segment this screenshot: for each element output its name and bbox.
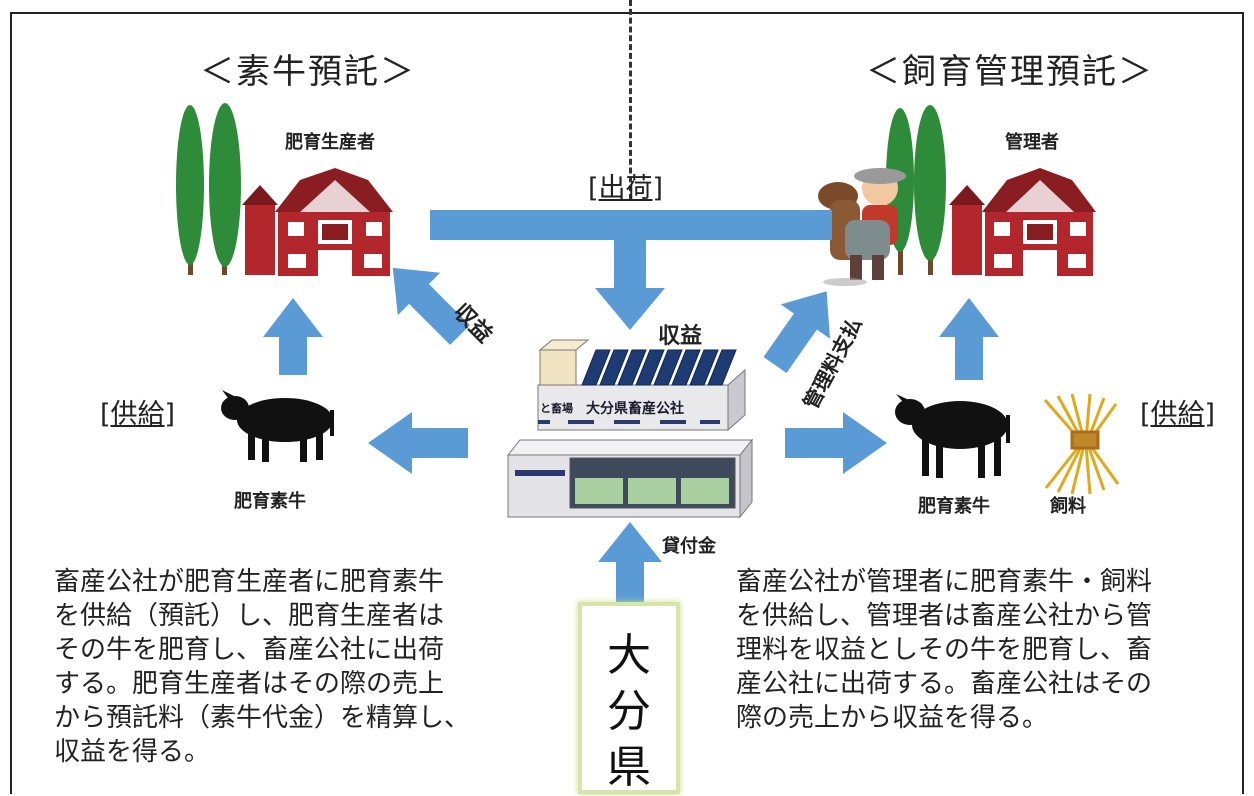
- center-divider: [629, 0, 632, 200]
- calf-left-illustration: [221, 390, 334, 462]
- shipment-label: [出荷]: [588, 173, 664, 204]
- left-description-line: から預託料（素牛代金）を精算し、: [54, 703, 471, 733]
- oita-prefecture-box: 大 分 県: [578, 602, 680, 794]
- oita-prefecture-line: 県: [607, 742, 651, 793]
- supply-up-arrow-left: [263, 298, 323, 375]
- right-description-line: 理料を収益としその牛を肥育し、畜: [736, 635, 1153, 665]
- left-description-line: 収益を得る。: [54, 737, 211, 767]
- left-description-line: 畜産公社が肥育生産者に肥育素牛: [54, 567, 445, 597]
- supply-left-label: [供給]: [100, 399, 176, 430]
- right-description: 畜産公社が管理者に肥育素牛・飼料 を供給し、管理者は畜産公社から管 理料を収益と…: [736, 565, 1152, 735]
- right-description-line: 産公社に出荷する。畜産公社はその: [736, 669, 1153, 699]
- profit-arrow-left: [392, 267, 470, 345]
- manager-label: 管理者: [1005, 132, 1059, 153]
- diagram-frame: [10, 12, 1244, 794]
- supply-arrow-right: [785, 412, 887, 474]
- left-description-line: する。肥育生産者はその際の売上: [54, 669, 445, 699]
- oita-prefecture-line: 分: [607, 686, 651, 737]
- left-description-line: その牛を肥育し、畜産公社に出荷: [54, 635, 445, 665]
- building-sign: 大分県畜産公社: [586, 401, 684, 417]
- feed-label: 飼料: [1050, 496, 1086, 517]
- left-description: 畜産公社が肥育生産者に肥育素牛 を供給（預託）し、肥育生産者は その牛を肥育し、…: [54, 565, 470, 769]
- supply-right-label: [供給]: [1140, 399, 1216, 430]
- supply-arrow-left: [368, 412, 468, 474]
- manager-illustration: [818, 168, 906, 286]
- livestock-corporation-building: [506, 339, 754, 519]
- fattening-producer-label: 肥育生産者: [285, 132, 375, 153]
- right-description-line: を供給し、管理者は畜産公社から管: [736, 601, 1153, 631]
- right-description-line: 畜産公社が管理者に肥育素牛・飼料: [736, 567, 1153, 597]
- supply-up-arrow-right: [939, 298, 999, 380]
- calf-right-illustration: [895, 394, 1010, 478]
- profit-center-label: 収益: [658, 324, 703, 349]
- feed-illustration: [1043, 393, 1120, 495]
- oita-prefecture-line: 大: [607, 630, 651, 681]
- oita-prefecture-label: 大 分 県: [582, 628, 676, 796]
- right-barn: [949, 168, 1096, 276]
- building-small-sign: と畜場: [540, 402, 573, 415]
- right-heading: ＜飼育管理預託＞: [866, 52, 1154, 92]
- calf-right-label: 肥育素牛: [918, 496, 990, 517]
- left-trees: [176, 103, 241, 275]
- left-heading: ＜素牛預託＞: [200, 52, 416, 92]
- management-fee-arrow: [763, 291, 830, 374]
- left-description-line: を供給（預託）し、肥育生産者は: [54, 601, 445, 631]
- loan-label: 貸付金: [662, 536, 716, 557]
- loan-arrow: [598, 522, 662, 605]
- left-barn: [242, 168, 393, 276]
- right-description-line: 際の売上から収益を得る。: [736, 703, 1049, 733]
- calf-left-label: 肥育素牛: [234, 491, 306, 512]
- shipment-arrow: [430, 210, 832, 330]
